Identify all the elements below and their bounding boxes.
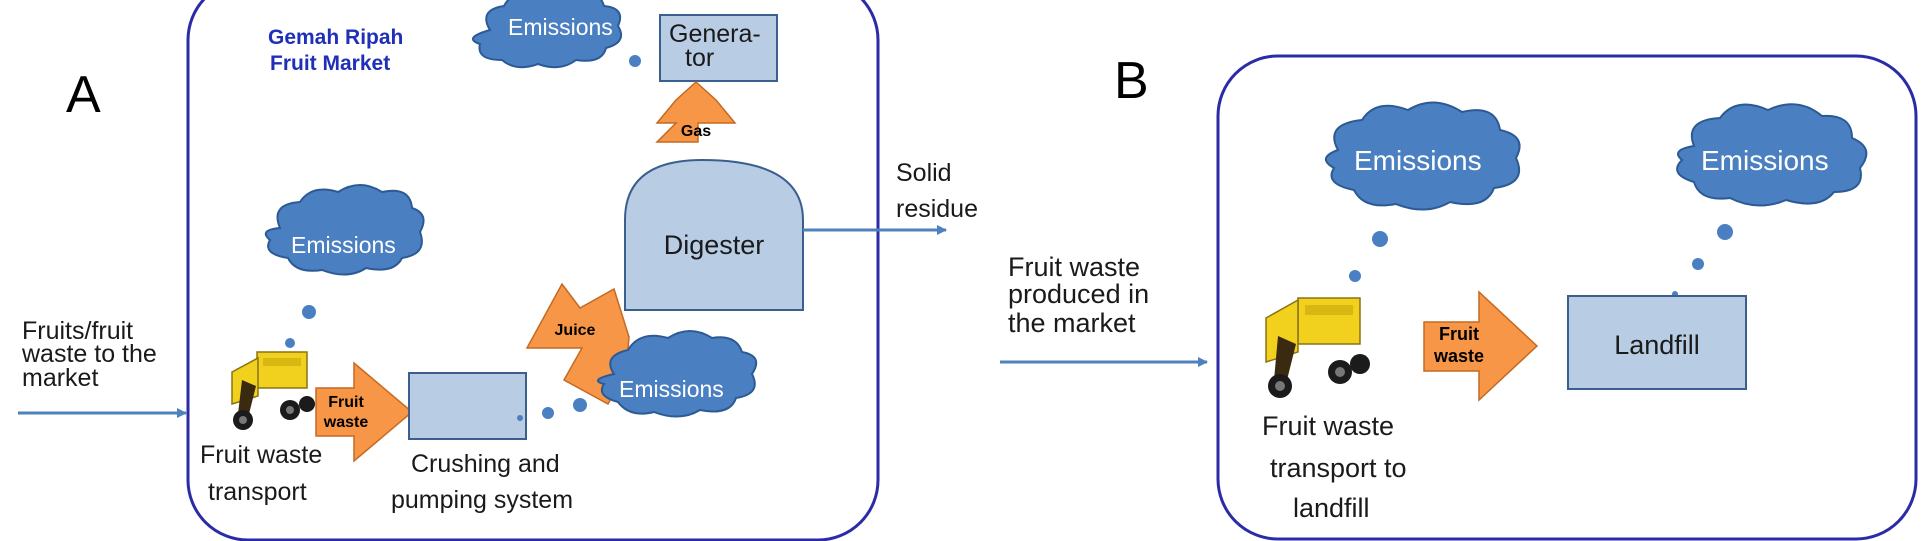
cloud-shape (1325, 101, 1521, 211)
transport-b-line1: Fruit waste (1262, 411, 1394, 441)
fruit-waste-b-line1: Fruit (1439, 324, 1479, 344)
panel-a-frame (186, 0, 880, 541)
emissions-cloud-transport-b: Emissions (1325, 101, 1521, 211)
fruit-waste-arrow-b: Fruit waste (1423, 290, 1539, 402)
emissions-cloud-crushing: Emissions (596, 330, 758, 418)
juice-arrow: Juice (525, 282, 630, 406)
fruit-waste-transport-vehicle-icon (1265, 297, 1370, 398)
crushing-pumping-box (408, 372, 527, 440)
digester-label: Digester (664, 230, 765, 260)
crushing-label-line2: pumping system (391, 486, 573, 514)
emission-dot (1692, 258, 1704, 270)
panel-b: B Fruit waste produced in the market Emi… (1000, 52, 1918, 541)
fruit-waste-b-line2: waste (1433, 346, 1484, 366)
transport-label-line2: transport (208, 478, 307, 506)
emission-dot (285, 338, 295, 348)
emissions-label: Emissions (1354, 145, 1482, 176)
input-label-line1: Fruits/fruit (22, 317, 133, 345)
cloud-shape (264, 184, 425, 276)
crushing-label-line1: Crushing and (411, 450, 560, 478)
solid-residue-line1: Solid (896, 159, 952, 187)
input-label-line2: waste to the (21, 340, 157, 368)
cloud-shape (471, 0, 622, 69)
generator-label-line1: Genera- (669, 20, 761, 48)
juice-label: Juice (555, 322, 596, 339)
emissions-cloud-landfill: Emissions (1676, 103, 1868, 207)
landfill-box (1567, 295, 1747, 390)
panel-a: A Gemah Ripah Fruit Market Fruits/fruit … (18, 0, 978, 541)
fruit-waste-label-line2: waste (323, 414, 369, 431)
emissions-label: Emissions (1701, 145, 1829, 176)
input-label-line3: market (22, 364, 98, 392)
fruit-waste-label-line1: Fruit (328, 394, 364, 411)
emission-dot (629, 55, 641, 67)
gas-label: Gas (681, 123, 711, 140)
cloud-shape (596, 330, 758, 418)
solid-residue-line2: residue (896, 195, 978, 223)
panel-b-letter: B (1114, 52, 1149, 110)
emissions-label: Emissions (508, 14, 613, 40)
cloud-shape (1676, 103, 1868, 207)
emission-dot (302, 305, 316, 319)
emissions-cloud-transport: Emissions (264, 184, 425, 276)
panel-b-frame (1216, 54, 1918, 541)
landfill-label: Landfill (1614, 330, 1700, 360)
input-b-line2: produced in (1008, 279, 1149, 309)
gas-arrow: Gas (655, 80, 737, 143)
emission-dot (542, 407, 554, 419)
market-name-line1: Gemah Ripah (268, 26, 403, 49)
emission-dot (573, 398, 587, 412)
market-name-line2: Fruit Market (270, 52, 390, 75)
input-b-line3: the market (1008, 308, 1136, 338)
digester-shape (624, 158, 804, 311)
emission-dot (1717, 224, 1733, 240)
generator-box (659, 14, 778, 82)
panel-a-letter: A (66, 66, 101, 124)
emissions-cloud-generator: Emissions (471, 0, 622, 69)
transport-b-line3: landfill (1293, 493, 1370, 523)
fruit-waste-arrow-a: Fruit waste (315, 361, 414, 463)
emissions-label: Emissions (291, 232, 396, 258)
transport-label-line1: Fruit waste (200, 441, 322, 469)
transport-b-line2: transport to (1270, 453, 1407, 483)
emission-dot (517, 415, 523, 421)
emission-dot (1349, 270, 1361, 282)
fruit-waste-transport-vehicle-icon (231, 351, 315, 430)
emission-dot (1372, 231, 1388, 247)
input-b-line1: Fruit waste (1008, 252, 1140, 282)
generator-label-line2: tor (685, 44, 714, 72)
emissions-label: Emissions (619, 376, 724, 402)
